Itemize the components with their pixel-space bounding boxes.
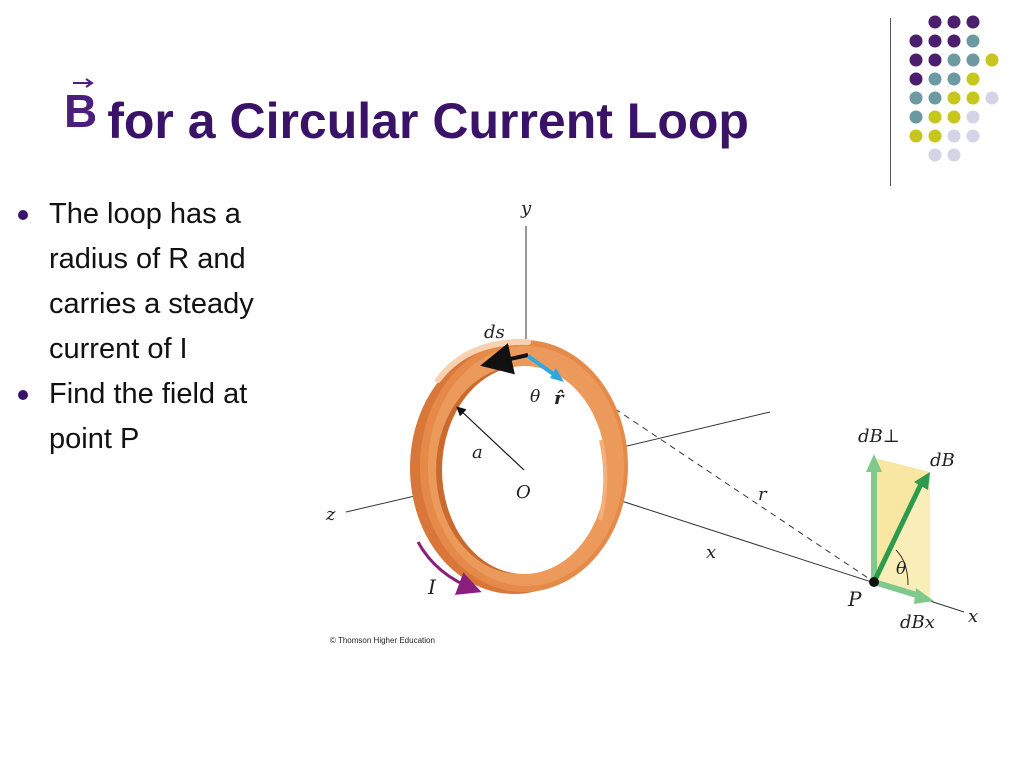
title-symbol-text: B bbox=[64, 85, 98, 137]
bullet-text: Find the field at point P bbox=[49, 378, 248, 455]
decorative-dot bbox=[947, 72, 961, 86]
decorative-dot bbox=[909, 129, 923, 143]
rhat-arrowhead bbox=[550, 368, 564, 382]
decorative-dot bbox=[947, 129, 961, 143]
point-label: P bbox=[847, 587, 862, 611]
decorative-dot bbox=[947, 91, 961, 105]
decorative-dot bbox=[928, 129, 942, 143]
decorative-dot bbox=[966, 53, 980, 67]
decorative-dot bbox=[966, 15, 980, 29]
decorative-dot bbox=[909, 91, 923, 105]
decorative-dot bbox=[928, 148, 942, 162]
dB-label: dB bbox=[930, 450, 955, 471]
bullet-dot-icon bbox=[18, 390, 28, 400]
point-P-dot bbox=[869, 577, 879, 587]
theta-arc bbox=[895, 549, 909, 586]
decorative-dot bbox=[985, 53, 999, 67]
r-distance-label: r bbox=[758, 484, 768, 505]
bullet-item: The loop has a radius of R and carries a… bbox=[18, 192, 308, 372]
decorative-dot bbox=[966, 34, 980, 48]
decorative-dot bbox=[966, 91, 980, 105]
dBx-arrowhead bbox=[914, 588, 934, 604]
current-loop-diagram: y z x O a ds r̂ θ r x I P dB⊥ dB dBx θ bbox=[325, 198, 978, 633]
decorative-dot bbox=[909, 110, 923, 124]
theta-top-label: θ bbox=[530, 387, 540, 407]
decorative-dot bbox=[966, 72, 980, 86]
vector-arrow-icon bbox=[73, 78, 94, 88]
decorative-dot bbox=[947, 110, 961, 124]
decorative-dot bbox=[909, 53, 923, 67]
z-axis-label: z bbox=[325, 504, 336, 525]
rhat-label: r̂ bbox=[554, 388, 565, 409]
title-vector-symbol: B bbox=[64, 78, 98, 137]
theta-point-label: θ bbox=[896, 559, 906, 579]
ds-label: ds bbox=[484, 322, 505, 343]
copyright-credit: © Thomson Higher Education bbox=[330, 636, 435, 645]
dB-arrowhead bbox=[914, 472, 930, 490]
current-arrow bbox=[416, 541, 482, 595]
decorative-dot bbox=[909, 72, 923, 86]
bullet-text: The loop has a radius of R and carries a… bbox=[49, 198, 254, 365]
ds-arrow bbox=[480, 343, 529, 375]
x-axis-label: x bbox=[968, 606, 978, 627]
dBx-label: dBx bbox=[900, 612, 935, 633]
decorative-dot-grid bbox=[909, 15, 999, 162]
decorative-dot bbox=[947, 34, 961, 48]
bullet-dot-icon bbox=[18, 210, 28, 220]
decorative-dot bbox=[947, 148, 961, 162]
decorative-dot bbox=[928, 15, 942, 29]
bullet-list: The loop has a radius of R and carries a… bbox=[18, 192, 308, 462]
decorative-dot bbox=[947, 53, 961, 67]
slide-title: B for a Circular Current Loop bbox=[64, 78, 749, 164]
field-vectors bbox=[866, 454, 934, 604]
rhat-arrow bbox=[526, 354, 558, 378]
current-label: I bbox=[427, 575, 437, 599]
dB-arrow bbox=[871, 480, 925, 584]
bullet-item: Find the field at point P bbox=[18, 372, 308, 462]
x-distance-label: x bbox=[706, 542, 716, 563]
decorative-dot bbox=[966, 110, 980, 124]
decorative-dot bbox=[928, 53, 942, 67]
decorative-dot bbox=[909, 34, 923, 48]
dB-perp-arrowhead bbox=[866, 454, 882, 472]
title-text: for a Circular Current Loop bbox=[107, 93, 749, 149]
radius-arrow bbox=[456, 406, 525, 471]
y-axis-label: y bbox=[520, 198, 532, 219]
decorative-dot bbox=[928, 72, 942, 86]
decorative-dot bbox=[966, 129, 980, 143]
decorative-dot bbox=[928, 91, 942, 105]
decorative-dot bbox=[947, 15, 961, 29]
header-divider bbox=[890, 18, 891, 186]
dB-perp-label: dB⊥ bbox=[858, 426, 900, 447]
origin-label: O bbox=[516, 482, 531, 503]
dBx-arrow bbox=[873, 579, 921, 599]
radius-label: a bbox=[472, 442, 483, 463]
decorative-dot bbox=[985, 91, 999, 105]
decorative-dot bbox=[928, 110, 942, 124]
current-loop-ring bbox=[410, 338, 628, 594]
decorative-dot bbox=[928, 34, 942, 48]
